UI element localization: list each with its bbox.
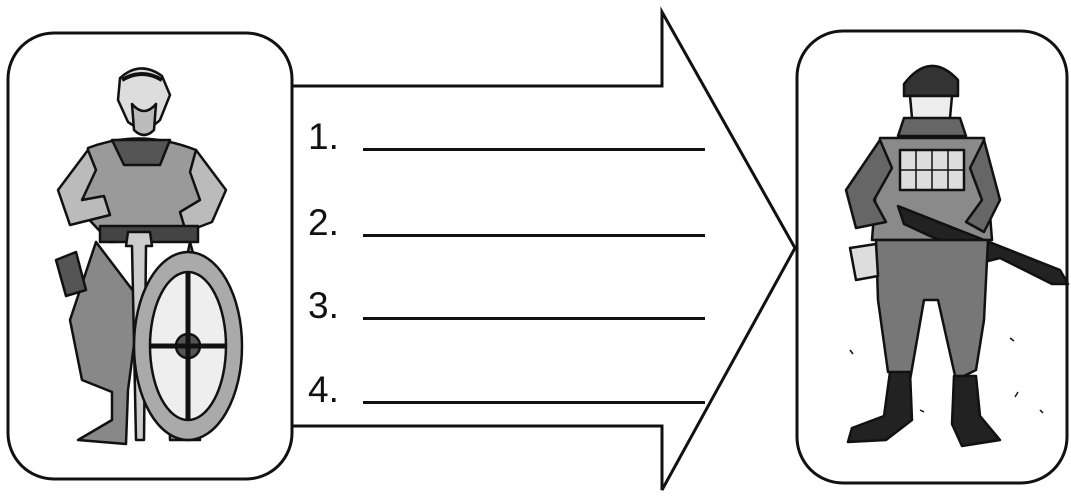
blank-item-1: 1. <box>308 117 708 157</box>
blank-number: 4. <box>308 369 339 410</box>
blank-item-4: 4. <box>308 370 708 410</box>
answer-line[interactable] <box>363 148 705 151</box>
blank-number: 3. <box>308 285 339 326</box>
answer-line[interactable] <box>363 234 705 237</box>
answer-line[interactable] <box>363 401 705 404</box>
blank-item-2: 2. <box>308 203 708 243</box>
blank-item-3: 3. <box>308 286 708 326</box>
big-arrow <box>290 6 797 491</box>
blank-number: 2. <box>308 202 339 243</box>
answer-line[interactable] <box>363 317 705 320</box>
blank-number: 1. <box>308 116 339 157</box>
ancient-warrior-icon <box>54 67 244 446</box>
modern-soldier-icon <box>844 64 1070 448</box>
